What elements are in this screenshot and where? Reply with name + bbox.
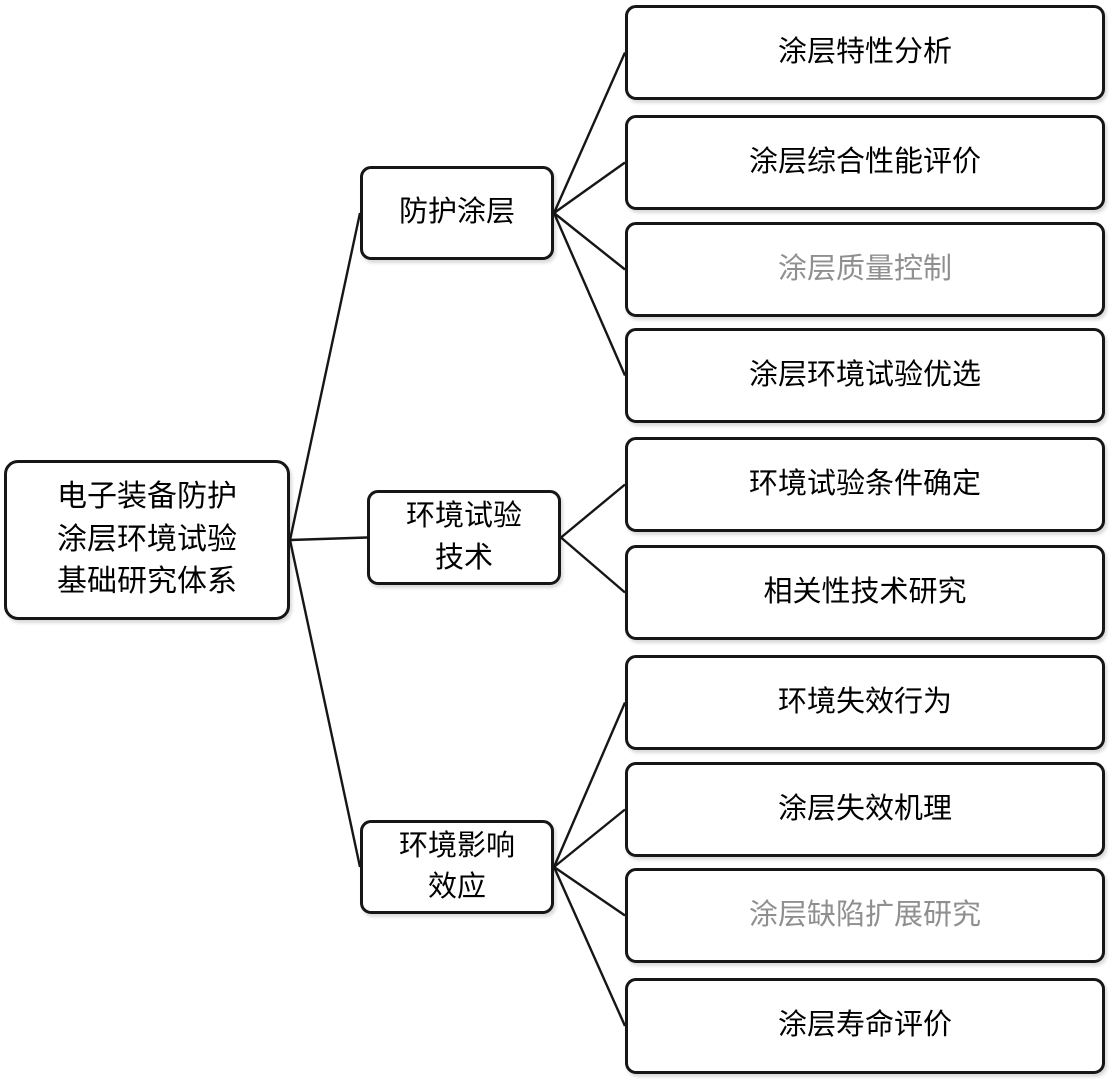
connector-line	[560, 536, 626, 594]
leaf-node-coating-environmental-test-optimization: 涂层环境试验优选	[625, 328, 1105, 423]
leaf-node-coating-quality-control: 涂层质量控制	[625, 222, 1105, 317]
branch-node-environmental-impact-effects: 环境影响 效应	[360, 820, 554, 914]
connector-line	[288, 212, 362, 541]
root-node-research-system: 电子装备防护 涂层环境试验 基础研究体系	[4, 460, 290, 620]
connector-line	[552, 212, 627, 376]
connector-line	[552, 52, 627, 214]
leaf-node-coating-defect-propagation-research: 涂层缺陷扩展研究	[625, 868, 1105, 963]
branch-node-environmental-test-technology: 环境试验 技术	[367, 490, 561, 585]
connector-line	[289, 536, 368, 542]
connector-line	[553, 161, 626, 214]
leaf-node-coating-failure-mechanism: 涂层失效机理	[625, 762, 1105, 857]
branch-node-protective-coating: 防护涂层	[360, 166, 554, 260]
leaf-node-coating-life-evaluation: 涂层寿命评价	[625, 978, 1105, 1074]
connector-line	[553, 808, 626, 868]
leaf-node-coating-characteristics-analysis: 涂层特性分析	[625, 5, 1105, 100]
leaf-node-environmental-failure-behavior: 环境失效行为	[625, 655, 1105, 750]
connector-line	[552, 702, 627, 868]
leaf-node-correlation-technology-research: 相关性技术研究	[625, 545, 1105, 640]
leaf-node-environmental-test-condition-determination: 环境试验条件确定	[625, 437, 1105, 532]
connector-line	[553, 866, 626, 917]
connector-line	[560, 483, 626, 539]
connector-line	[553, 212, 626, 271]
connector-line	[288, 539, 362, 868]
leaf-node-coating-comprehensive-performance-evaluation: 涂层综合性能评价	[625, 115, 1105, 210]
connector-line	[552, 866, 627, 1027]
